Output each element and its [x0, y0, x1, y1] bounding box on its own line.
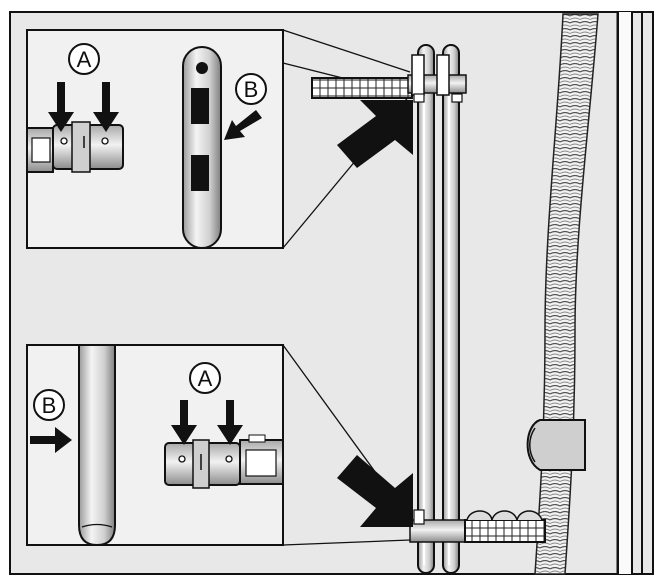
arrow-icon — [30, 427, 72, 453]
grommet-icon — [526, 419, 586, 471]
callout-b: B — [235, 73, 267, 105]
wall-frame — [616, 12, 643, 574]
clip-icon — [311, 54, 467, 103]
callout-a-label: A — [198, 366, 213, 391]
pipe-icon — [182, 46, 222, 249]
callout-b: B — [33, 389, 65, 421]
pipe-icon — [417, 44, 460, 574]
callout-a: A — [189, 362, 221, 394]
arrow-icon — [337, 455, 413, 527]
callout-b-label: B — [42, 393, 57, 418]
inset-top: A B — [26, 29, 284, 249]
arrow-icon — [171, 400, 243, 445]
pin-connector-icon — [164, 434, 284, 489]
pin-connector-icon — [26, 121, 124, 173]
arrow-icon — [48, 82, 119, 132]
arrow-icon — [224, 110, 262, 140]
pipe-icon — [78, 344, 116, 547]
callout-a: A — [68, 43, 100, 75]
arrow-icon — [337, 100, 413, 168]
callout-a-label: A — [77, 47, 92, 72]
callout-b-label: B — [244, 77, 259, 102]
inset-bottom: B A — [26, 344, 284, 547]
clip-icon — [409, 509, 546, 543]
